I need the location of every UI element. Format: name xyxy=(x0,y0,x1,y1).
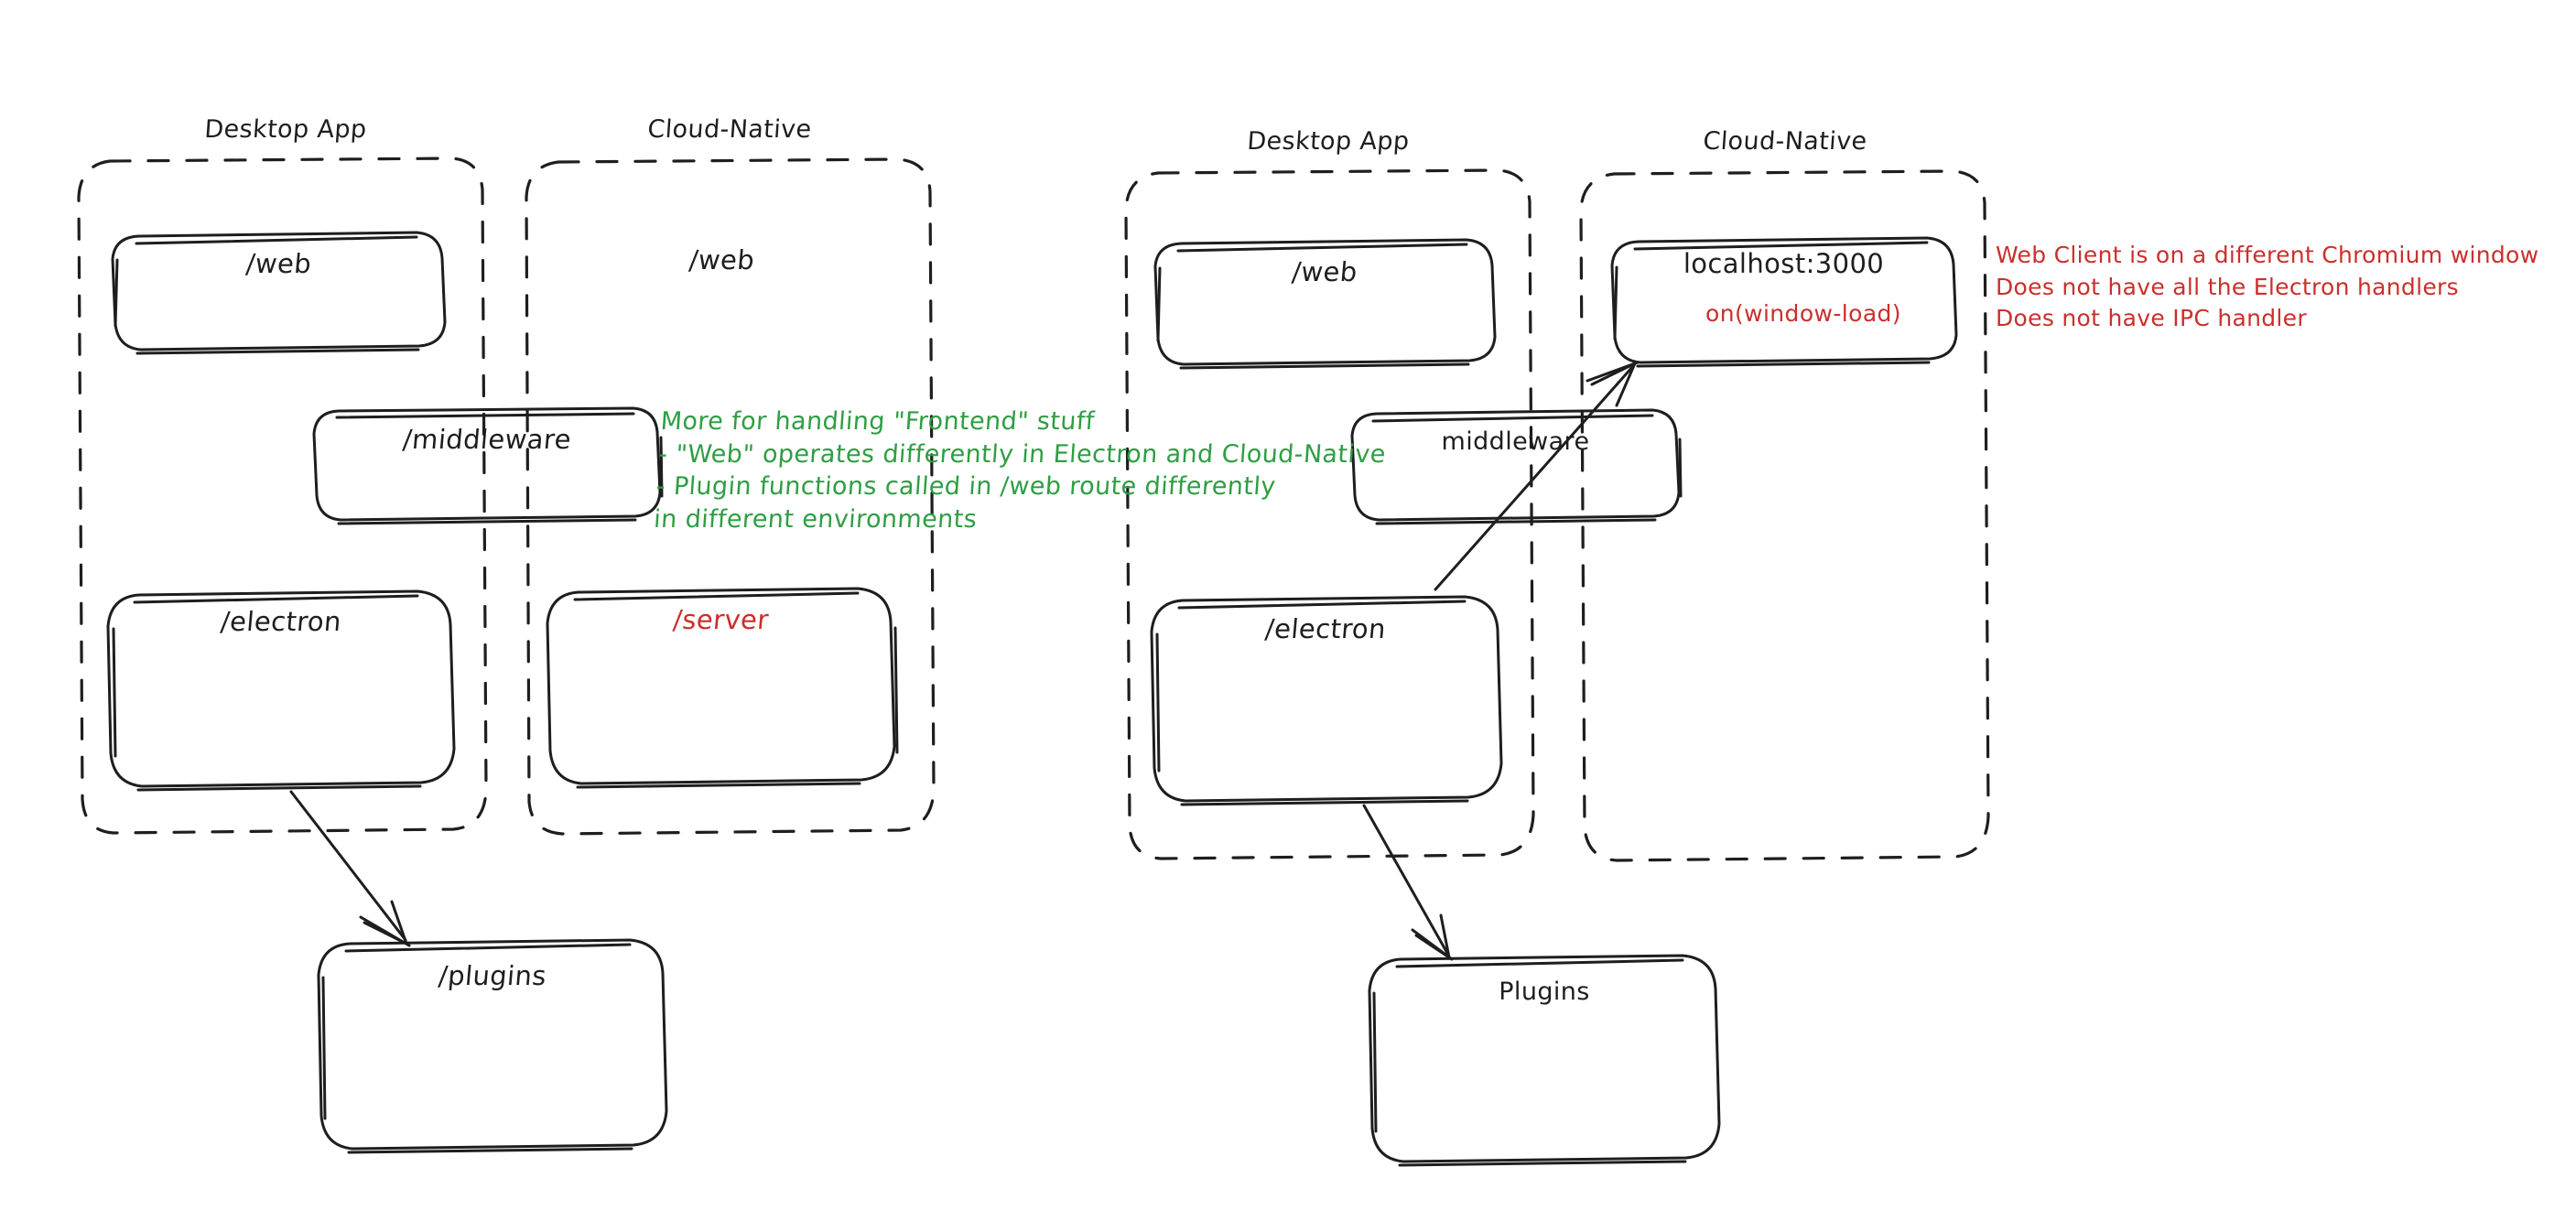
left-web-box-label: /web xyxy=(244,248,313,279)
right-localhost-box xyxy=(1610,236,1958,368)
right-electron-box-label: /electron xyxy=(1263,613,1388,644)
left-desktop-app-title: Desktop App xyxy=(203,115,368,144)
left-web-box xyxy=(111,231,447,355)
right-plugins-box-label: Plugins xyxy=(1499,978,1590,1006)
left-desktop-app-container xyxy=(77,157,488,835)
left-electron-to-plugins-arrow xyxy=(289,790,411,947)
left-middleware-box-label: /middleware xyxy=(401,424,573,455)
right-plugins-box xyxy=(1368,954,1721,1167)
left-server-box xyxy=(546,587,899,789)
right-electron-to-plugins-arrow xyxy=(1362,804,1454,961)
left-cloud-web-box-label: /web xyxy=(687,244,756,276)
right-electron-box xyxy=(1150,595,1503,806)
right-localhost-box-sublabel: on(window-load) xyxy=(1705,300,1901,327)
right-cloud-native-container xyxy=(1579,169,1990,862)
left-electron-box xyxy=(106,589,456,792)
right-desktop-app-container xyxy=(1124,168,1535,860)
right-middleware-box xyxy=(1350,408,1683,525)
right-electron-to-localhost-arrow xyxy=(1434,361,1640,591)
right-web-box-label: /web xyxy=(1290,256,1359,287)
right-web-box xyxy=(1153,238,1497,370)
right-desktop-app-title: Desktop App xyxy=(1246,127,1411,156)
left-cloud-native-title: Cloud-Native xyxy=(646,115,813,144)
left-plugins-box xyxy=(317,938,668,1154)
left-server-box-label: /server xyxy=(671,604,771,635)
left-cloud-native-container xyxy=(525,157,936,836)
red-annotation-note: Web Client is on a different Chromium wi… xyxy=(1996,242,2539,331)
left-plugins-box-label: /plugins xyxy=(437,960,548,991)
left-middleware-box xyxy=(312,406,664,525)
green-annotation-note: More for handling "Frontend" stuff - "We… xyxy=(653,407,1387,534)
right-localhost-box-label: localhost:3000 xyxy=(1683,248,1885,279)
left-electron-box-label: /electron xyxy=(219,606,343,637)
right-cloud-native-title: Cloud-Native xyxy=(1702,127,1868,156)
right-middleware-box-label: middleware xyxy=(1441,427,1590,456)
